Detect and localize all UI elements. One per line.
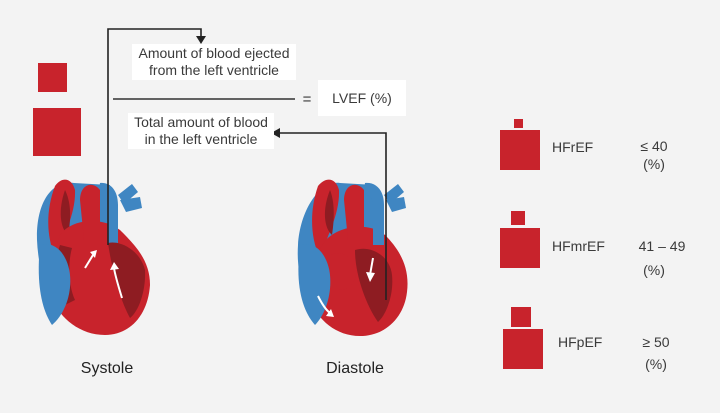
- hfpef-name: HFpEF: [558, 334, 603, 350]
- hfmref-name: HFmrEF: [552, 238, 605, 254]
- hfpef-large-square: [503, 329, 543, 369]
- hfmref-range: 41 – 49: [638, 238, 686, 254]
- small-volume-square: [38, 63, 67, 92]
- hfref-unit: (%): [643, 156, 665, 172]
- hfref-small-square: [514, 119, 523, 128]
- hfpef-small-square: [511, 307, 531, 327]
- hfmref-small-square: [511, 211, 525, 225]
- formula-equals: =: [302, 91, 312, 108]
- hfmref-unit: (%): [643, 262, 665, 278]
- diastole-label: Diastole: [326, 360, 384, 377]
- total-arrow: [278, 132, 387, 300]
- hfpef-unit: (%): [645, 356, 667, 372]
- hfmref-large-square: [500, 228, 540, 268]
- formula-result: LVEF (%): [318, 80, 406, 116]
- formula-denominator: Total amount of blood in the left ventri…: [128, 113, 274, 149]
- hfpef-range: ≥ 50: [642, 334, 670, 350]
- hfref-range: ≤ 40: [640, 138, 668, 154]
- hfref-name: HFrEF: [552, 139, 594, 155]
- large-volume-square: [33, 108, 81, 156]
- systole-heart-icon: [36, 179, 150, 335]
- ejected-arrow: [107, 28, 202, 245]
- systole-label: Systole: [80, 360, 134, 377]
- hfref-large-square: [500, 130, 540, 170]
- diastole-heart-icon: [297, 179, 408, 336]
- formula-numerator: Amount of blood ejected from the left ve…: [132, 44, 296, 80]
